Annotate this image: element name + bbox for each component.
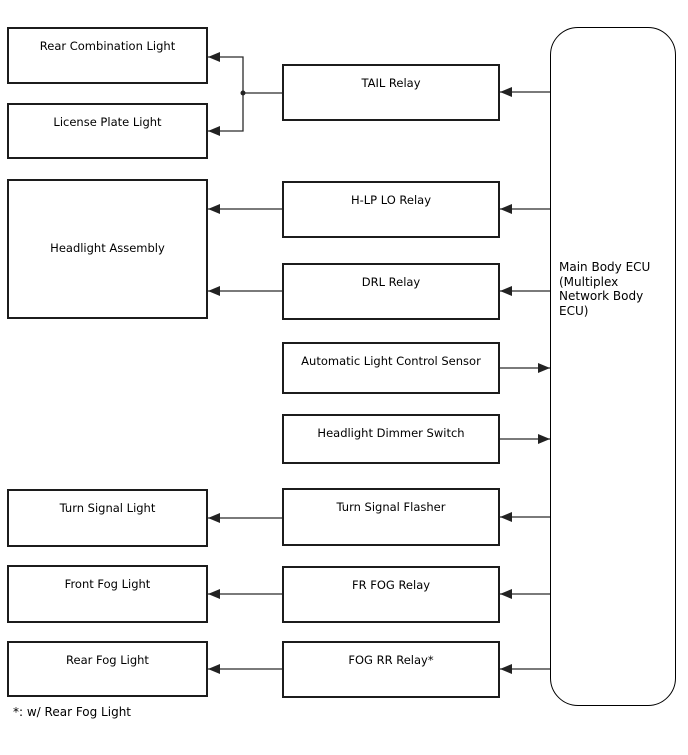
box-label: Rear Fog Light [66, 653, 149, 667]
box-rear-combination-light: Rear Combination Light [7, 27, 208, 84]
box-headlight-dimmer-switch: Headlight Dimmer Switch [282, 414, 500, 464]
arrow-tail-relay-to-rear-combination-light [208, 52, 282, 94]
box-label: H-LP LO Relay [350, 193, 432, 207]
box-label: Headlight Dimmer Switch [317, 426, 465, 440]
box-label: FOG RR Relay* [348, 653, 434, 667]
junction-dot [240, 90, 246, 96]
box-label: Automatic Light Control Sensor [301, 354, 481, 368]
footnote: *: w/ Rear Fog Light [13, 705, 132, 719]
ecu-label: Main Body ECU (Multiplex Network Body EC… [559, 260, 651, 318]
box-label: DRL Relay [361, 275, 421, 289]
box-fog-rr-relay: FOG RR Relay* [282, 641, 500, 698]
box-hlp-lo-relay: H-LP LO Relay [282, 181, 500, 238]
box-front-fog-light: Front Fog Light [7, 565, 208, 623]
box-turn-signal-light: Turn Signal Light [7, 489, 208, 547]
box-tail-relay: TAIL Relay [282, 64, 500, 121]
box-label: Front Fog Light [64, 577, 151, 591]
box-automatic-light-control-sensor: Automatic Light Control Sensor [282, 342, 500, 394]
box-main-body-ecu: Main Body ECU (Multiplex Network Body EC… [550, 27, 676, 706]
box-label: Rear Combination Light [39, 39, 176, 53]
box-rear-fog-light: Rear Fog Light [7, 641, 208, 697]
box-label: TAIL Relay [361, 76, 421, 90]
box-license-plate-light: License Plate Light [7, 103, 208, 159]
box-headlight-assembly: Headlight Assembly [7, 179, 208, 319]
box-label: FR FOG Relay [351, 578, 431, 592]
arrow-tail-relay-to-license-plate-light [208, 93, 244, 136]
box-turn-signal-flasher: Turn Signal Flasher [282, 488, 500, 546]
box-label: License Plate Light [53, 115, 162, 129]
box-label: Headlight Assembly [50, 241, 165, 256]
box-fr-fog-relay: FR FOG Relay [282, 566, 500, 623]
box-label: Turn Signal Light [59, 501, 156, 515]
box-label: Turn Signal Flasher [336, 500, 446, 514]
box-drl-relay: DRL Relay [282, 263, 500, 320]
